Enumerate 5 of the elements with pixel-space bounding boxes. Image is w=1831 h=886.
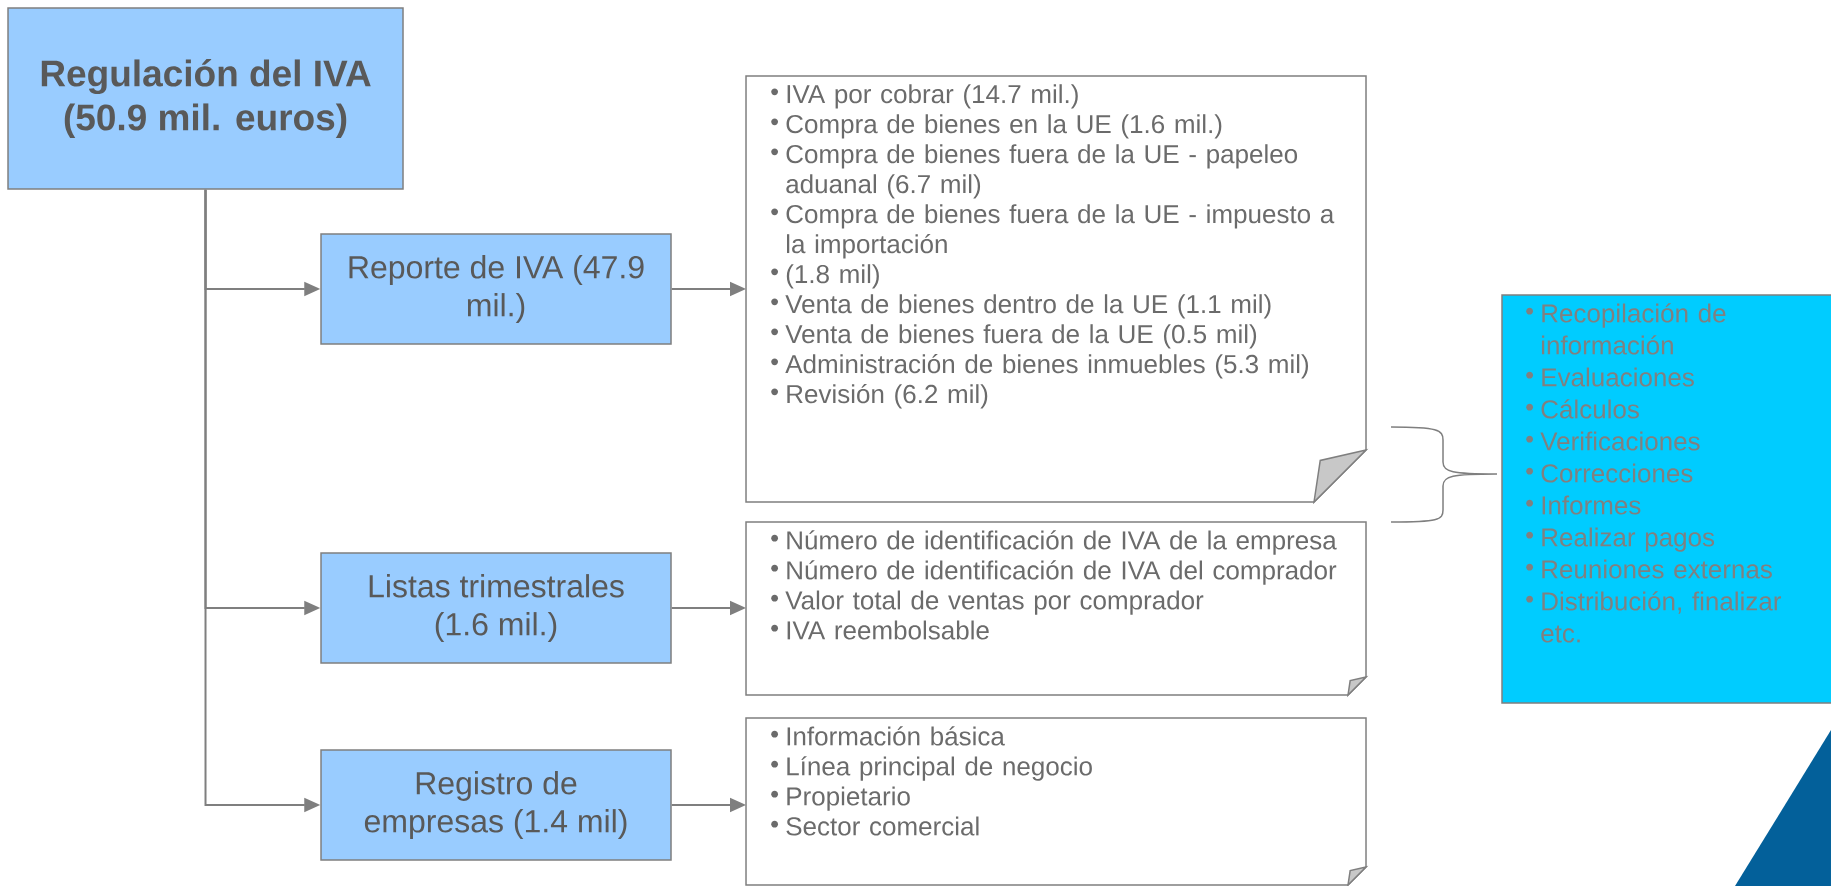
process-box: Registro de empresas (1.4 mil) [320, 749, 672, 861]
title-box: Regulación del IVA (50.9 mil. euros) [7, 7, 404, 190]
process-box: Listas trimestrales (1.6 mil.) [320, 552, 672, 664]
activity-panel: Recopilación de información Evaluaciones Cálculos Verificaciones Correcciones Informes Realizar pagos Reuniones externas Distribución, finalizar etc. [1501, 294, 1831, 704]
process-box: Reporte de IVA (47.9 mil.) [320, 233, 672, 345]
